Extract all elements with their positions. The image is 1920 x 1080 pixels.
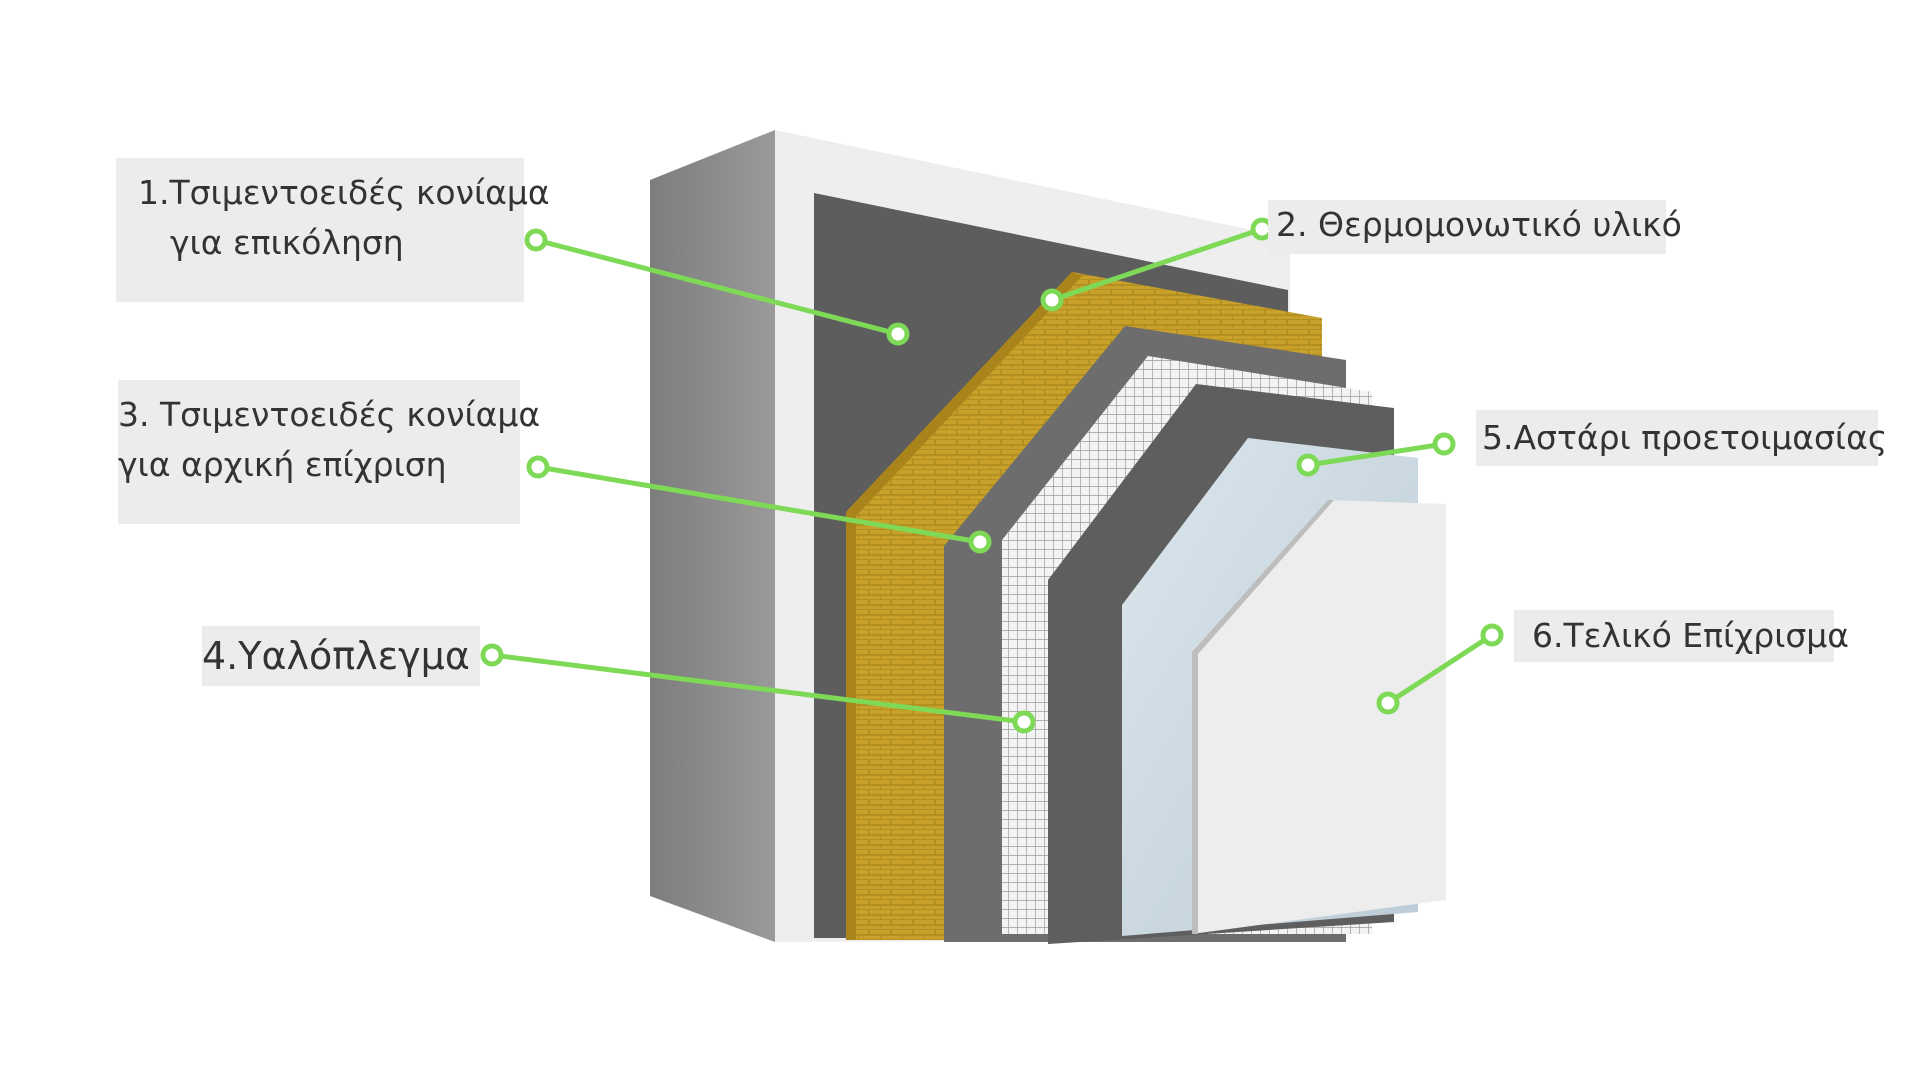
label-6-text: 6.Τελικό Επίχρισμα: [1532, 616, 1850, 655]
callout-dot-4-label: [480, 643, 504, 667]
label-1-line-2: για επικόληση: [170, 223, 404, 262]
callout-dot-2-target: [1040, 288, 1064, 312]
callout-dot-6-target: [1376, 691, 1400, 715]
label-2-text: 2. Θερμομονωτικό υλικό: [1276, 205, 1682, 244]
label-3-line-2: για αρχική επίχριση: [118, 445, 447, 484]
callout-line-6: [1385, 632, 1495, 706]
label-thermal-insulation: 2. Θερμομονωτικό υλικό: [1268, 200, 1682, 254]
callout-line-2: [1049, 226, 1265, 303]
callout-dot-3-label: [526, 455, 550, 479]
callout-dot-1-label: [524, 228, 548, 252]
callout-dot-5-label: [1432, 432, 1456, 456]
callouts: [480, 217, 1504, 734]
callout-line-1: [533, 237, 901, 337]
label-1-line-1: 1.Τσιμεντοειδές κονίαμα: [138, 173, 550, 212]
finish-render-front: [1192, 500, 1446, 934]
callout-dot-6-label: [1480, 623, 1504, 647]
label-finish-render: 6.Τελικό Επίχρισμα: [1514, 610, 1850, 662]
label-3-line-1: 3. Τσιμεντοειδές κονίαμα: [118, 395, 541, 434]
wall-side-face: [650, 130, 775, 942]
finish-render-layer: [1192, 500, 1446, 934]
callout-dot-3-target: [968, 530, 992, 554]
callout-line-4: [489, 652, 1027, 725]
label-fiberglass-mesh: 4.Υαλόπλεγμα: [202, 626, 480, 686]
label-primer: 5.Αστάρι προετοιμασίας: [1476, 410, 1888, 466]
label-4-text: 4.Υαλόπλεγμα: [202, 634, 470, 678]
callout-line-3: [535, 464, 983, 545]
callout-dot-5-target: [1296, 453, 1320, 477]
callout-dot-4-target: [1012, 710, 1036, 734]
label-adhesive-mortar: 1.Τσιμεντοειδές κονίαμα για επικόληση: [116, 158, 550, 302]
label-5-text: 5.Αστάρι προετοιμασίας: [1482, 418, 1888, 457]
callout-line-5: [1305, 441, 1447, 468]
label-base-coat-mortar: 3. Τσιμεντοειδές κονίαμα για αρχική επίχ…: [118, 380, 541, 524]
callout-dot-1-target: [886, 322, 910, 346]
